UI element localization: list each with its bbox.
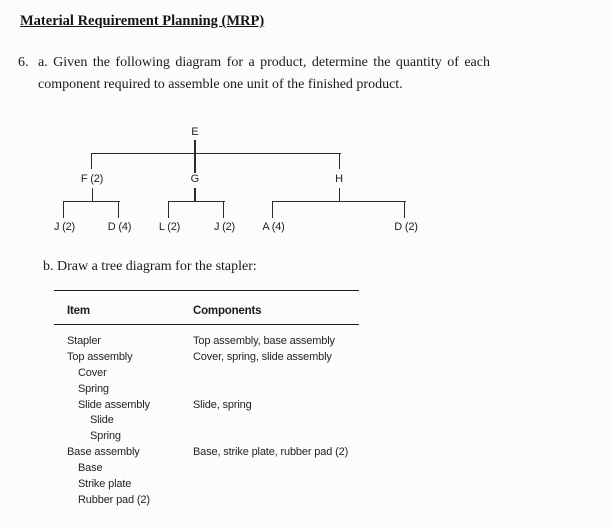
tree-node-h: H	[335, 172, 343, 185]
question-number: 6.	[18, 55, 29, 70]
table-body: Stapler Top assembly, base assembly Top …	[54, 325, 359, 509]
tree-connector-line	[168, 201, 225, 203]
stapler-components-table: Item Components Stapler Top assembly, ba…	[54, 290, 359, 509]
item-cell: Rubber pad (2)	[78, 493, 150, 506]
item-cell: Cover	[78, 366, 107, 379]
tree-connector-line	[339, 153, 341, 169]
tree-node-d-of-h: D (2)	[394, 220, 418, 233]
table-row: Base assembly Base, strike plate, rubber…	[54, 445, 359, 461]
components-cell	[193, 493, 359, 509]
page-title: Material Requirement Planning (MRP)	[20, 13, 265, 29]
components-cell: Slide, spring	[193, 398, 252, 411]
table-row: Strike plate	[54, 477, 359, 493]
table-row: Base	[54, 461, 359, 477]
item-cell: Stapler	[67, 335, 101, 347]
tree-connector-line	[91, 187, 93, 202]
tree-connector-line	[404, 201, 406, 218]
table-header-rule	[54, 324, 359, 325]
components-cell: Top assembly, base assembly	[193, 335, 335, 347]
item-cell: Top assembly	[67, 350, 133, 363]
table-row: Spring	[54, 382, 359, 398]
item-cell: Slide	[90, 414, 114, 427]
tree-connector-line	[91, 153, 341, 155]
tree-node-d-of-f: D (4)	[107, 220, 132, 233]
tree-node-g: G	[190, 172, 200, 185]
table-header-row: Item Components	[54, 291, 359, 324]
table-header-components: Components	[193, 305, 262, 317]
tree-connector-line	[118, 201, 120, 218]
item-cell: Spring	[90, 430, 121, 443]
table-row: Rubber pad (2)	[54, 493, 359, 509]
tree-node-a-of-h: A (4)	[262, 220, 285, 233]
item-cell: Strike plate	[78, 478, 132, 491]
tree-connector-line	[339, 187, 341, 202]
table-row: Top assembly Cover, spring, slide assemb…	[54, 350, 359, 366]
question-6a: 6. a. Given the following diagram for a …	[18, 52, 492, 96]
tree-connector-line	[194, 188, 196, 202]
components-cell	[193, 461, 359, 477]
item-cell: Slide assembly	[78, 398, 150, 411]
table-row: Spring	[54, 429, 359, 445]
question-text-line-2: component required to assemble one unit …	[38, 77, 403, 92]
tree-connector-line	[223, 201, 225, 218]
components-cell	[193, 382, 359, 398]
components-cell: Base, strike plate, rubber pad (2)	[193, 446, 349, 459]
tree-connector-line	[63, 201, 65, 218]
item-cell: Base assembly	[67, 446, 140, 459]
question-text: a. Given the following diagram for a pro…	[38, 52, 490, 96]
table-row: Cover	[54, 366, 359, 382]
tree-connector-line	[168, 201, 170, 218]
table-top-rule	[54, 290, 359, 291]
tree-connector-line	[194, 140, 196, 173]
tree-connector-line	[63, 201, 120, 203]
table-row: Stapler Top assembly, base assembly	[54, 334, 359, 350]
table-header-item: Item	[67, 305, 90, 317]
components-cell: Cover, spring, slide assembly	[193, 350, 332, 363]
components-cell	[193, 413, 359, 429]
components-cell	[193, 366, 359, 382]
tree-connector-line	[91, 153, 93, 169]
components-cell	[193, 429, 359, 445]
question-text-line-1: a. Given the following diagram for a pro…	[38, 55, 490, 70]
table-row: Slide	[54, 413, 359, 429]
table-row: Slide assembly Slide, spring	[54, 398, 359, 414]
item-cell: Spring	[78, 382, 109, 395]
tree-node-j-of-g: J (2)	[213, 220, 236, 233]
tree-connector-line	[272, 201, 406, 203]
tree-node-l-of-g: L (2)	[158, 220, 181, 233]
tree-connector-line	[272, 201, 274, 218]
question-6b-label: b. Draw a tree diagram for the stapler:	[43, 259, 257, 274]
tree-node-e: E	[191, 126, 199, 138]
components-cell	[193, 477, 359, 493]
tree-node-f: F (2)	[80, 172, 104, 185]
tree-node-j-of-f: J (2)	[53, 220, 76, 233]
item-cell: Base	[78, 462, 103, 475]
